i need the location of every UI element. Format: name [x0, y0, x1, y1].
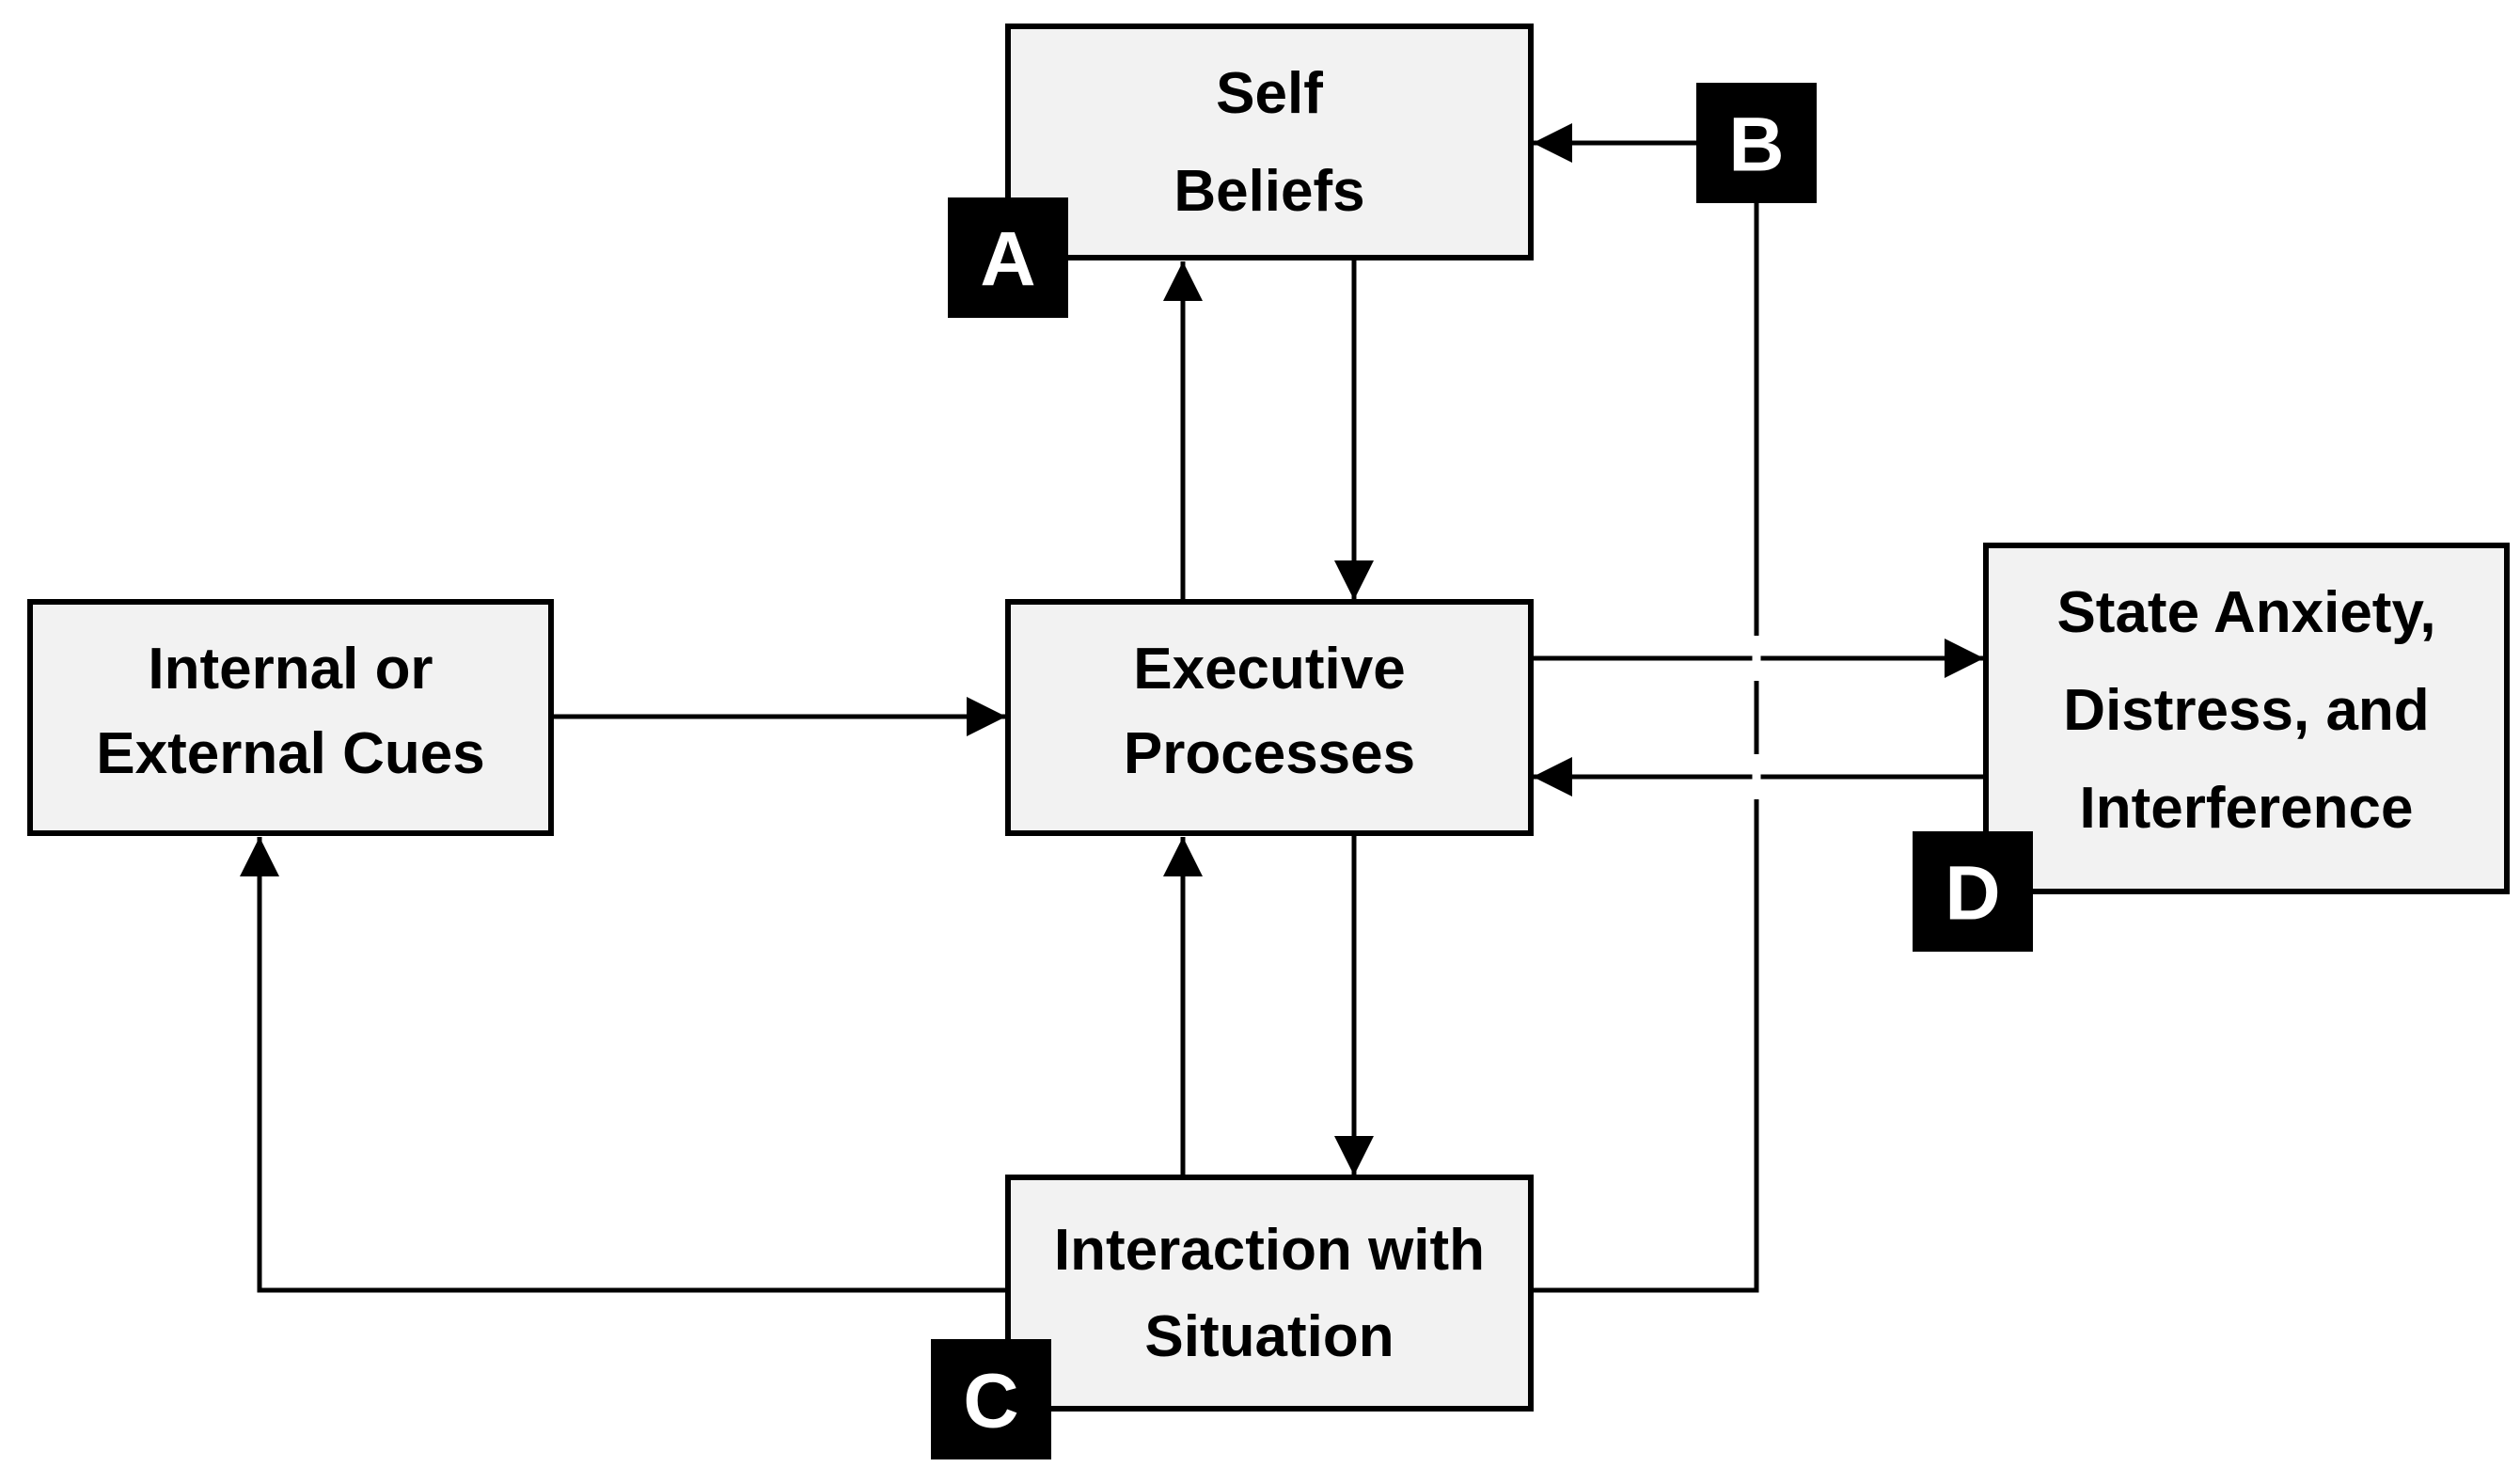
badge-c-label: C	[963, 1359, 1018, 1444]
self-beliefs-box	[1005, 24, 1534, 260]
node-state-anxiety: State Anxiety, Distress, and Interferenc…	[1983, 543, 2510, 894]
edges	[240, 123, 1986, 1293]
badge-d-label: D	[1945, 851, 2000, 937]
state-anxiety-line-3: Interference	[2080, 776, 2414, 841]
self-beliefs-line-1: Self	[1216, 61, 1323, 126]
badge-a-box	[948, 197, 1068, 318]
interaction-box	[1005, 1175, 1534, 1412]
node-interaction-with-situation: Interaction with Situation	[1005, 1175, 1534, 1412]
interaction-line-2: Situation	[1144, 1304, 1394, 1369]
executive-line-2: Processes	[1124, 721, 1415, 786]
badge-a: A	[948, 197, 1068, 318]
state-anxiety-line-1: State Anxiety,	[2056, 580, 2435, 645]
badge-c: C	[931, 1339, 1051, 1459]
cues-box	[27, 599, 554, 836]
badge-c-box	[931, 1339, 1051, 1459]
node-internal-external-cues: Internal or External Cues	[27, 599, 554, 836]
node-self-beliefs: Self Beliefs	[1005, 24, 1534, 260]
badge-b: B	[1696, 83, 1817, 203]
badge-a-label: A	[980, 217, 1035, 303]
node-executive-processes: Executive Processes	[1005, 599, 1534, 836]
badge-d: D	[1913, 831, 2033, 952]
edge-interaction-to-cues	[240, 837, 1008, 1293]
badge-d-box	[1913, 831, 2033, 952]
state-anxiety-box	[1983, 543, 2510, 894]
state-anxiety-line-2: Distress, and	[2063, 678, 2429, 743]
cues-line-1: Internal or	[148, 637, 433, 702]
self-beliefs-line-2: Beliefs	[1173, 159, 1364, 224]
edge-interaction-to-self-beliefs	[1531, 123, 1759, 1293]
cues-line-2: External Cues	[96, 721, 485, 786]
badge-b-box	[1696, 83, 1817, 203]
executive-line-1: Executive	[1133, 637, 1406, 702]
badge-b-label: B	[1728, 103, 1784, 188]
executive-box	[1005, 599, 1534, 836]
interaction-line-1: Interaction with	[1054, 1218, 1485, 1283]
